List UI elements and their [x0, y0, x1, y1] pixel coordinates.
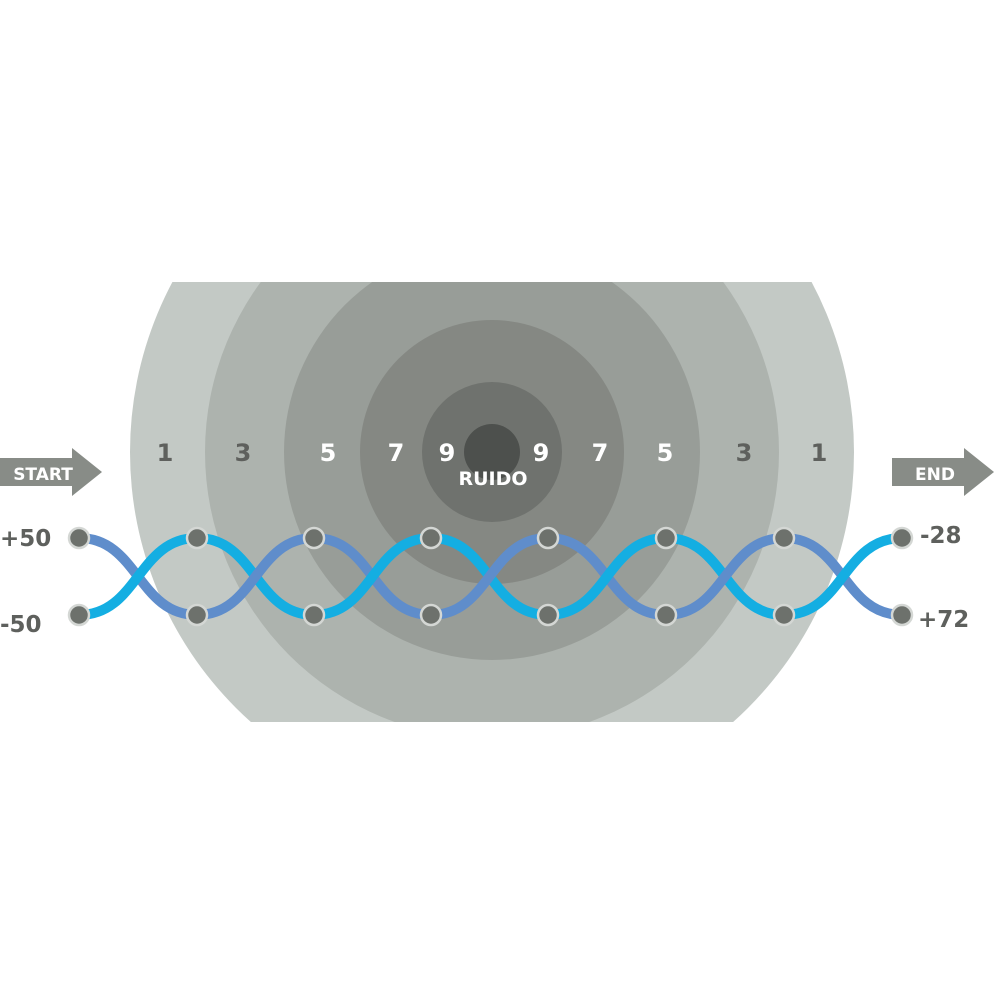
level-label-right-7: 7	[592, 439, 609, 467]
wire-node	[772, 603, 796, 627]
start-bottom-value: -50	[0, 612, 42, 638]
cyan-wire-segment	[74, 533, 202, 620]
blue-wire-segment	[192, 533, 319, 620]
cyan-wire-segment	[543, 533, 671, 620]
wire-node	[302, 526, 326, 550]
wire-node	[67, 526, 91, 550]
wire-node	[419, 526, 443, 550]
wire-node	[67, 603, 91, 627]
start-top-value: +50	[0, 526, 51, 552]
end-bottom-value: +72	[918, 607, 969, 633]
level-label-left-7: 7	[388, 439, 405, 467]
start-arrow: START	[0, 448, 102, 496]
wire-node	[890, 526, 914, 550]
level-label-right-3: 3	[736, 439, 753, 467]
start-label: START	[13, 465, 73, 485]
noise-level-labels: 1 3 5 7 9 9 7 5 3 1	[157, 439, 828, 467]
level-label-left-5: 5	[320, 439, 337, 467]
end-top-value: -28	[920, 523, 962, 549]
level-label-right-1: 1	[811, 439, 828, 467]
twisted-pair	[74, 533, 907, 620]
wire-node	[419, 603, 443, 627]
wire-node	[890, 603, 914, 627]
wire-nodes	[67, 526, 914, 627]
wire-node	[772, 526, 796, 550]
level-label-left-3: 3	[235, 439, 252, 467]
level-label-right-5: 5	[657, 439, 674, 467]
start-arrow-shape	[0, 448, 102, 496]
end-arrow: END	[892, 448, 994, 496]
noise-core	[464, 424, 520, 480]
wire-node	[302, 603, 326, 627]
level-label-left-1: 1	[157, 439, 174, 467]
cyan-wire-segment	[309, 533, 436, 620]
wire-node	[536, 526, 560, 550]
end-arrow-shape	[892, 448, 994, 496]
wire-node	[654, 526, 678, 550]
level-label-right-9: 9	[533, 439, 550, 467]
wire-node	[185, 526, 209, 550]
signal-values: +50 -50 -28 +72	[0, 523, 969, 638]
blue-wire-segment	[426, 533, 553, 620]
noise-center-label: RUIDO	[458, 468, 527, 490]
cyan-wire-segment	[779, 533, 907, 620]
wire-node	[654, 603, 678, 627]
end-label: END	[915, 465, 955, 485]
wire-node	[536, 603, 560, 627]
blue-wire-segment	[661, 533, 789, 620]
level-label-left-9: 9	[439, 439, 456, 467]
wire-node	[185, 603, 209, 627]
